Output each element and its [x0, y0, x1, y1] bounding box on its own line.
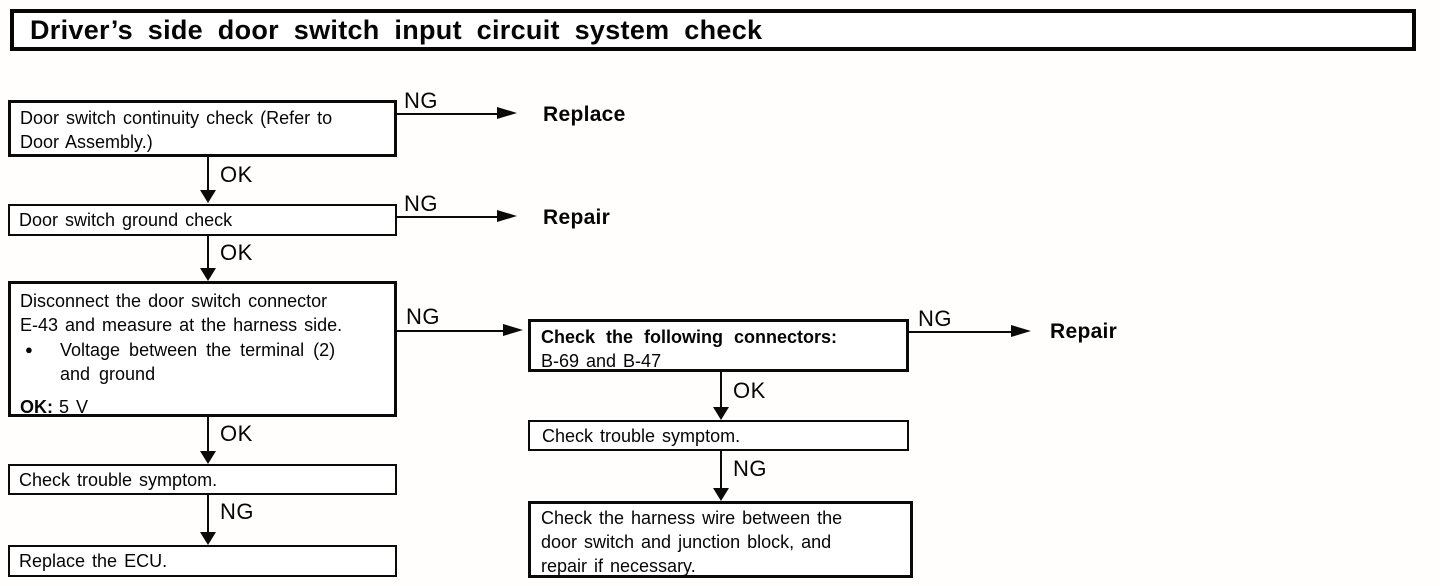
- edge-label-ng: NG: [406, 304, 440, 329]
- box-text-line: E-43 and measure at the harness side.: [20, 315, 343, 335]
- arrow-line: [397, 113, 497, 115]
- box-text-line: Door switch continuity check (Refer to: [20, 108, 333, 128]
- box-text-line: B-69 and B-47: [541, 351, 662, 371]
- box-text-line: Check trouble symptom.: [19, 469, 218, 490]
- flow-box-door-switch-ground-check: Door switch ground check: [8, 204, 397, 236]
- box-text-line: Disconnect the door switch connector: [20, 291, 328, 311]
- flow-box-disconnect-connector: Disconnect the door switch connector E-4…: [8, 281, 397, 417]
- ok-spec-value: 5 V: [59, 397, 89, 417]
- arrow-line: [395, 216, 497, 218]
- bullet-icon: ●: [25, 342, 33, 357]
- box-text-line: Check the following connectors:: [541, 327, 838, 347]
- edge-label-ng: NG: [220, 499, 254, 524]
- box-text-line: Door switch ground check: [19, 210, 233, 230]
- title-bar: Driver’s side door switch input circuit …: [10, 9, 1416, 51]
- flow-box-replace-ecu: Replace the ECU.: [8, 545, 397, 577]
- arrow-line: [207, 157, 209, 191]
- arrow-line: [720, 451, 722, 489]
- arrow-head-down-icon: [713, 488, 729, 501]
- edge-label-ok: OK: [220, 421, 253, 446]
- arrow-head-down-icon: [200, 532, 216, 545]
- flow-box-check-connectors: Check the following connectors: B-69 and…: [528, 319, 909, 372]
- ok-spec-key: OK:: [20, 397, 53, 417]
- flow-box-check-harness-wire: Check the harness wire between the door …: [528, 501, 913, 578]
- arrow-line: [207, 417, 209, 451]
- edge-label-ok: OK: [220, 240, 253, 265]
- terminal-repair: Repair: [543, 206, 611, 229]
- box-text-line: Replace the ECU.: [19, 551, 168, 571]
- box-text-line: Door Assembly.): [20, 132, 153, 152]
- page-title: Driver’s side door switch input circuit …: [30, 14, 763, 45]
- arrow-line: [207, 495, 209, 532]
- edge-label-ng: NG: [404, 88, 438, 113]
- bullet-item: ● Voltage between the terminal (2) and g…: [20, 338, 385, 386]
- box-text-line: Check the harness wire between the: [541, 508, 843, 528]
- arrow-head-down-icon: [200, 268, 216, 281]
- arrow-line: [909, 331, 1011, 333]
- box-text-line: Check trouble symptom.: [542, 425, 741, 446]
- box-text-line: repair if necessary.: [541, 556, 696, 576]
- arrow-head-down-icon: [200, 451, 216, 464]
- flow-box-door-switch-continuity-check: Door switch continuity check (Refer to D…: [8, 100, 397, 157]
- arrow-line: [207, 236, 209, 268]
- edge-label-ng: NG: [918, 306, 952, 331]
- bullet-text: Voltage between the terminal (2) and gro…: [60, 338, 385, 386]
- edge-label-ng: NG: [733, 456, 767, 481]
- arrow-head-down-icon: [713, 407, 729, 420]
- box-text-line: and ground: [60, 364, 156, 384]
- box-text-line: Voltage between the terminal (2): [60, 340, 336, 360]
- arrow-head-right-icon: [1011, 325, 1031, 337]
- edge-label-ok: OK: [733, 378, 766, 403]
- arrow-head-right-icon: [497, 210, 517, 222]
- flow-box-check-trouble-symptom-left: Check trouble symptom.: [8, 464, 397, 495]
- arrow-line: [397, 330, 503, 332]
- terminal-repair: Repair: [1050, 320, 1118, 343]
- edge-label-ng: NG: [404, 191, 438, 216]
- edge-label-ok: OK: [220, 162, 253, 187]
- arrow-line: [720, 372, 722, 407]
- terminal-replace: Replace: [543, 103, 626, 126]
- arrow-head-down-icon: [200, 190, 216, 203]
- arrow-head-right-icon: [497, 107, 517, 119]
- flow-box-check-trouble-symptom-right: Check trouble symptom.: [528, 420, 909, 451]
- ok-spec-line: OK: 5 V: [20, 395, 385, 419]
- arrow-head-right-icon: [503, 324, 523, 336]
- box-text-line: door switch and junction block, and: [541, 532, 832, 552]
